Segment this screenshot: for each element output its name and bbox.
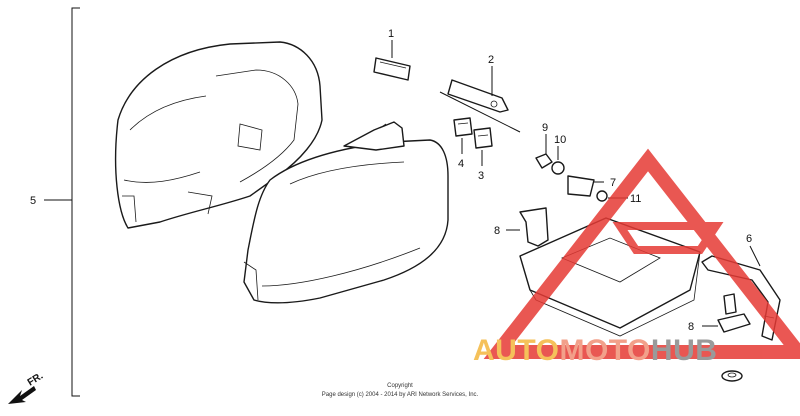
callout-6: 6 <box>746 233 752 245</box>
direction-label: FR. <box>26 371 46 389</box>
part-8-bracket-upper <box>519 207 549 247</box>
callout-8a: 8 <box>494 225 500 237</box>
watermark-part-hub: HUB <box>650 334 718 367</box>
callout-2: 2 <box>488 54 494 66</box>
watermark-part-auto: AUTO <box>473 334 560 367</box>
part-11-bolt <box>596 190 608 202</box>
callout-1: 1 <box>388 28 394 40</box>
part-3-clip <box>473 127 493 149</box>
callout-5: 5 <box>30 195 36 207</box>
bracket-5 <box>71 7 80 397</box>
copyright-line-2: Page design (c) 2004 - 2014 by ARI Netwo… <box>322 392 479 398</box>
right-saddlebag <box>243 121 449 304</box>
part-9-bolt <box>535 153 553 169</box>
callout-3: 3 <box>478 170 484 182</box>
part-2-plate <box>447 79 509 113</box>
part-10-nut <box>551 161 565 175</box>
watermark-text: AUTOMOTOHUB <box>473 336 717 366</box>
part-4-clip <box>453 117 473 137</box>
leader-6 <box>749 245 761 267</box>
callout-9: 9 <box>542 122 548 134</box>
callout-10: 10 <box>554 134 566 146</box>
watermark-part-moto: MOTO <box>559 334 651 367</box>
part-7-latch <box>567 175 595 197</box>
front-arrow-icon <box>8 386 36 404</box>
part-1-pad <box>373 57 411 81</box>
watermark-triangle <box>483 148 800 359</box>
callout-8b: 8 <box>688 321 694 333</box>
copyright-line-1: Copyright <box>387 383 413 389</box>
part-8-bracket-lower <box>717 293 751 333</box>
washer <box>721 370 743 382</box>
left-saddlebag-cover <box>114 41 323 229</box>
callout-4: 4 <box>458 158 464 170</box>
callout-11: 11 <box>630 193 641 205</box>
callout-7: 7 <box>610 177 616 189</box>
guide-2 <box>439 91 521 133</box>
